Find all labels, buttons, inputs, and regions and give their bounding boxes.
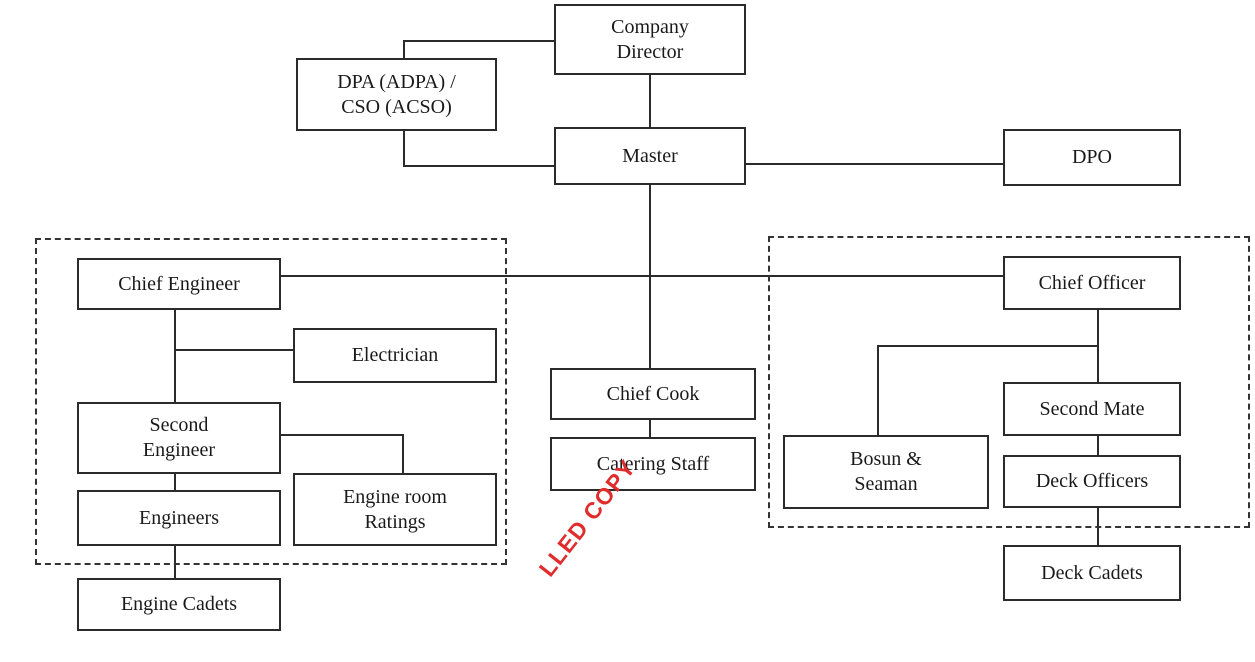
dpo-box: DPO bbox=[1003, 129, 1181, 186]
chief-officer-box: Chief Officer bbox=[1003, 256, 1181, 310]
connector-dpa-master bbox=[403, 131, 554, 167]
engine-department-group bbox=[35, 238, 507, 565]
company-director-box: Company Director bbox=[554, 4, 746, 75]
deck-department-group bbox=[768, 236, 1250, 528]
engine-cadets-box: Engine Cadets bbox=[77, 578, 281, 631]
dpa-cso-box: DPA (ADPA) / CSO (ACSO) bbox=[296, 58, 497, 131]
deck-cadets-box: Deck Cadets bbox=[1003, 545, 1181, 601]
engineers-box: Engineers bbox=[77, 490, 281, 546]
second-mate-box: Second Mate bbox=[1003, 382, 1181, 436]
chief-engineer-box: Chief Engineer bbox=[77, 258, 281, 310]
connector-chiefofficer-bosun bbox=[877, 345, 1098, 435]
bosun-seaman-box: Bosun & Seaman bbox=[783, 435, 989, 509]
engine-room-ratings-box: Engine room Ratings bbox=[293, 473, 497, 546]
second-engineer-box: Second Engineer bbox=[77, 402, 281, 474]
master-box: Master bbox=[554, 127, 746, 185]
electrician-box: Electrician bbox=[293, 328, 497, 383]
chief-cook-box: Chief Cook bbox=[550, 368, 756, 420]
deck-officers-box: Deck Officers bbox=[1003, 455, 1181, 508]
connector-director-dpa bbox=[403, 40, 554, 58]
catering-staff-box: Catering Staff bbox=[550, 437, 756, 491]
connector-secondeng-ratings bbox=[281, 434, 404, 473]
